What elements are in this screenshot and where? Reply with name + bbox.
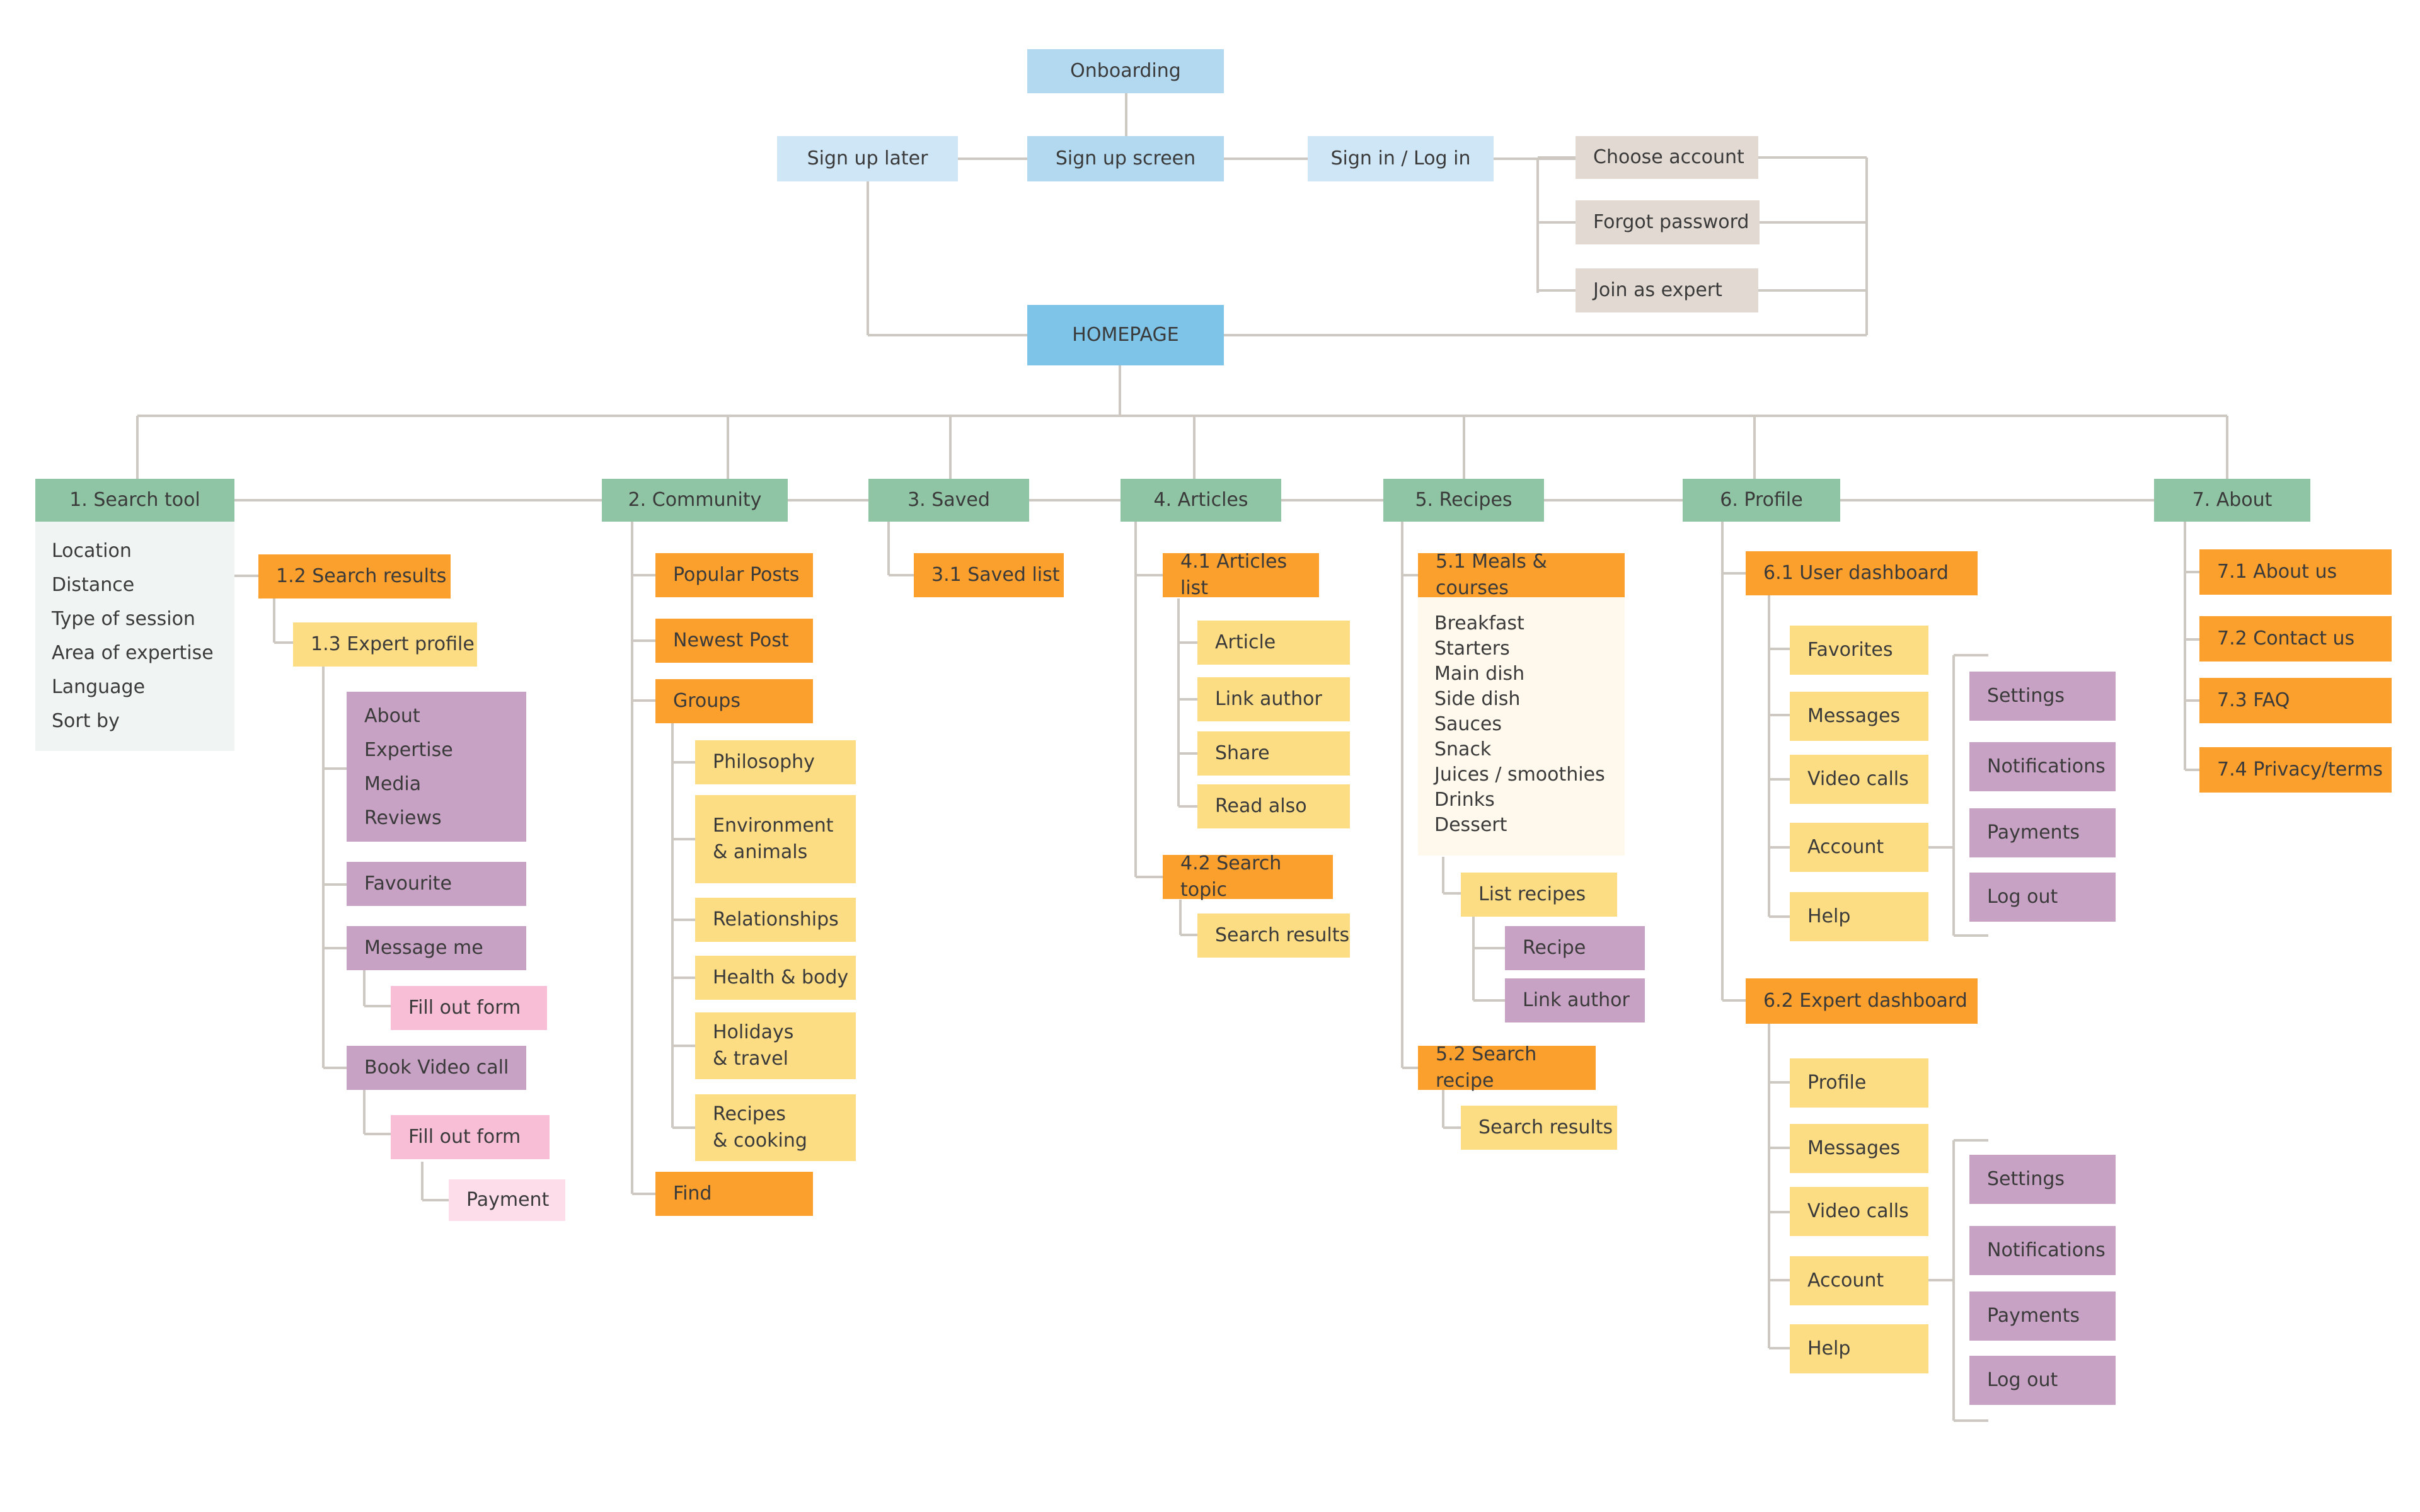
join-as-expert-node[interactable]: Join as expert	[1576, 268, 1758, 312]
about-us-node[interactable]: 7.1 About us	[2199, 549, 2392, 595]
recipe-search-results-node[interactable]: Search results	[1461, 1106, 1617, 1150]
group-philosophy[interactable]: Philosophy	[695, 740, 856, 784]
expert-log-out-node[interactable]: Log out	[1969, 1356, 2116, 1405]
category-about[interactable]: 7. About	[2154, 479, 2310, 522]
expert-dashboard-node[interactable]: 6.2 Expert dashboard	[1746, 978, 1978, 1024]
user-account-node[interactable]: Account	[1790, 823, 1928, 872]
expert-profile-sections-panel: About Expertise Media Reviews	[347, 692, 526, 842]
user-messages-node[interactable]: Messages	[1790, 692, 1928, 741]
user-notifications-node[interactable]: Notifications	[1969, 742, 2116, 791]
expert-profile-item-node[interactable]: Profile	[1790, 1058, 1928, 1108]
popular-posts-node[interactable]: Popular Posts	[655, 553, 813, 597]
payment-node[interactable]: Payment	[449, 1179, 565, 1221]
category-profile[interactable]: 6. Profile	[1683, 479, 1840, 522]
user-favorites-node[interactable]: Favorites	[1790, 626, 1928, 675]
group-relationships[interactable]: Relationships	[695, 898, 856, 942]
user-payments-node[interactable]: Payments	[1969, 808, 2116, 857]
onboarding-node[interactable]: Onboarding	[1027, 49, 1224, 93]
sign-up-later-node[interactable]: Sign up later	[777, 136, 958, 181]
courses-panel: Breakfast Starters Main dish Side dish S…	[1418, 597, 1625, 856]
category-saved[interactable]: 3. Saved	[868, 479, 1029, 522]
article-node[interactable]: Article	[1197, 621, 1350, 665]
expert-settings-node[interactable]: Settings	[1969, 1155, 2116, 1204]
user-settings-node[interactable]: Settings	[1969, 672, 2116, 721]
category-community[interactable]: 2. Community	[602, 479, 788, 522]
user-dashboard-node[interactable]: 6.1 User dashboard	[1746, 551, 1978, 595]
faq-node[interactable]: 7.3 FAQ	[2199, 678, 2392, 723]
choose-account-node[interactable]: Choose account	[1576, 136, 1758, 179]
fill-out-form-node-1[interactable]: Fill out form	[391, 986, 547, 1030]
recipe-node[interactable]: Recipe	[1505, 926, 1645, 970]
search-topic-node[interactable]: 4.2 Search topic	[1163, 852, 1333, 901]
saved-list-node[interactable]: 3.1 Saved list	[914, 553, 1064, 597]
expert-payments-node[interactable]: Payments	[1969, 1292, 2116, 1341]
expert-profile-node[interactable]: 1.3 Expert profile	[293, 622, 477, 667]
search-recipe-node[interactable]: 5.2 Search recipe	[1418, 1043, 1596, 1092]
search-results-node[interactable]: 1.2 Search results	[258, 554, 451, 598]
user-log-out-node[interactable]: Log out	[1969, 873, 2116, 922]
homepage-node[interactable]: HOMEPAGE	[1027, 305, 1224, 365]
share-node[interactable]: Share	[1197, 731, 1350, 776]
forgot-password-node[interactable]: Forgot password	[1576, 200, 1760, 244]
category-recipes[interactable]: 5. Recipes	[1383, 479, 1544, 522]
group-health-body[interactable]: Health & body	[695, 956, 856, 1000]
expert-video-calls-node[interactable]: Video calls	[1790, 1187, 1928, 1236]
user-video-calls-node[interactable]: Video calls	[1790, 755, 1928, 804]
newest-post-node[interactable]: Newest Post	[655, 619, 813, 663]
group-environment[interactable]: Environment & animals	[695, 795, 856, 883]
expert-messages-node[interactable]: Messages	[1790, 1124, 1928, 1173]
user-help-node[interactable]: Help	[1790, 892, 1928, 941]
privacy-terms-node[interactable]: 7.4 Privacy/terms	[2199, 747, 2392, 793]
expert-notifications-node[interactable]: Notifications	[1969, 1226, 2116, 1275]
sign-up-screen-node[interactable]: Sign up screen	[1027, 136, 1224, 181]
article-link-author-node[interactable]: Link author	[1197, 677, 1350, 721]
search-filters-panel: Location Distance Type of session Area o…	[35, 522, 234, 751]
recipe-link-author-node[interactable]: Link author	[1505, 978, 1645, 1022]
articles-list-node[interactable]: 4.1 Articles list	[1163, 551, 1319, 599]
favourite-node[interactable]: Favourite	[347, 862, 526, 906]
group-recipes-cooking[interactable]: Recipes & cooking	[695, 1094, 856, 1161]
message-me-node[interactable]: Message me	[347, 926, 526, 970]
article-search-results-node[interactable]: Search results	[1197, 914, 1350, 958]
category-search-tool[interactable]: 1. Search tool	[35, 479, 234, 522]
find-node[interactable]: Find	[655, 1172, 813, 1216]
sign-in-node[interactable]: Sign in / Log in	[1308, 136, 1494, 181]
group-holidays-travel[interactable]: Holidays & travel	[695, 1012, 856, 1079]
groups-node[interactable]: Groups	[655, 679, 813, 723]
read-also-node[interactable]: Read also	[1197, 784, 1350, 828]
expert-help-node[interactable]: Help	[1790, 1324, 1928, 1373]
meals-courses-node[interactable]: 5.1 Meals & courses	[1418, 551, 1625, 599]
category-articles[interactable]: 4. Articles	[1121, 479, 1281, 522]
list-recipes-node[interactable]: List recipes	[1461, 873, 1617, 917]
contact-us-node[interactable]: 7.2 Contact us	[2199, 616, 2392, 662]
fill-out-form-node-2[interactable]: Fill out form	[391, 1115, 550, 1159]
book-video-call-node[interactable]: Book Video call	[347, 1046, 526, 1090]
expert-account-node[interactable]: Account	[1790, 1256, 1928, 1305]
